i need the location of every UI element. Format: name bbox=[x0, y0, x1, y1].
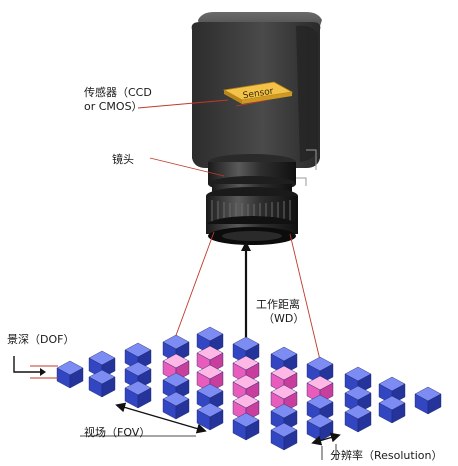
working-distance-label: 工作距离 bbox=[256, 298, 300, 311]
sensor-leader-line bbox=[137, 99, 229, 109]
dof-bracket bbox=[13, 356, 58, 379]
target-cube bbox=[306, 413, 334, 442]
lens bbox=[206, 154, 307, 245]
sensor-chip: Sensor bbox=[222, 81, 294, 107]
sensor-label: 传感器（CCD bbox=[84, 86, 152, 99]
target-cube bbox=[124, 380, 152, 409]
target-cube bbox=[88, 369, 116, 398]
lens-label: 镜头 bbox=[112, 153, 134, 166]
fov-arrow bbox=[115, 402, 207, 434]
resolution-marker bbox=[311, 432, 341, 460]
target-cube bbox=[270, 422, 298, 451]
target-cube bbox=[414, 386, 442, 415]
target-cube bbox=[344, 404, 372, 433]
target-cube bbox=[162, 391, 190, 420]
depth-of-field-label: 景深（DOF） bbox=[7, 333, 75, 346]
fov-right-line bbox=[289, 233, 321, 361]
working-distance-abbr: （WD） bbox=[263, 312, 305, 325]
target-cube bbox=[196, 402, 224, 431]
resolution-label: 分辨率（Resolution） bbox=[330, 449, 443, 462]
target-cube bbox=[232, 412, 260, 441]
field-of-view-label: 视场（FOV） bbox=[84, 426, 151, 439]
target-cube bbox=[378, 395, 406, 424]
sensor-label-type: or CMOS） bbox=[84, 100, 143, 113]
target-cube-array bbox=[56, 326, 442, 451]
sensor-chip-label: Sensor bbox=[242, 87, 274, 102]
lens-leader-line bbox=[149, 157, 225, 177]
target-cube bbox=[56, 360, 84, 389]
